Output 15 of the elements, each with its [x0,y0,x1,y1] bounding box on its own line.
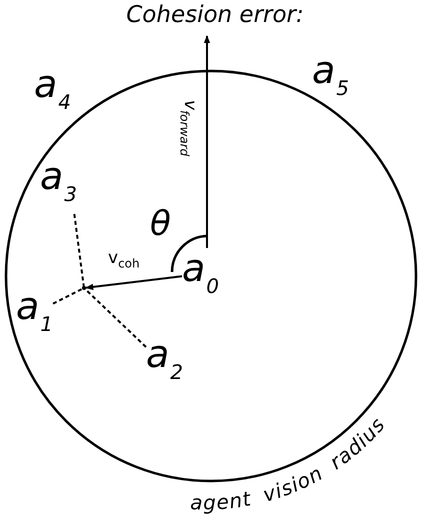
vector-arrow [85,275,182,290]
agent-label: a$_{0}$ [182,248,220,306]
vector-arrow [204,35,210,248]
dashed-line [85,289,147,348]
agent-label: a$_{4}$ [34,64,72,122]
title: Cohesion error: [125,2,305,28]
dashed-line [52,288,82,305]
agent-label: a$_{3}$ [40,156,78,214]
angle-label: θ [150,206,171,242]
agent-label: a$_{5}$ [312,50,350,108]
junction-point [82,286,86,290]
agent-label: a$_{1}$ [16,286,54,344]
agent-label: a$_{2}$ [146,334,184,392]
vector-label: v$_{coh}$ [108,248,140,270]
dashed-line [73,214,85,286]
